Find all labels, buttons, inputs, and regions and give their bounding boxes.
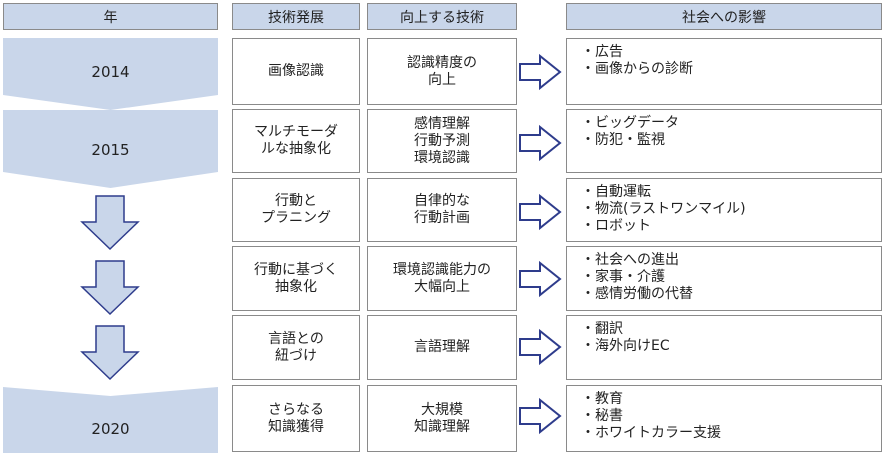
tech-box-1: 画像認識: [232, 38, 360, 105]
improved-label: 認識精度の 向上: [407, 54, 477, 88]
impact-box-3: ・自動運転 ・物流(ラストワンマイル) ・ロボット: [566, 178, 882, 242]
right-arrow-2: [519, 124, 562, 162]
tech-label: マルチモーダ ルな抽象化: [254, 124, 338, 157]
tech-label: 行動と プラニング: [261, 193, 331, 226]
impact-item: ・防犯・監視: [581, 132, 665, 148]
improved-label: 感情理解 行動予測 環境認識: [414, 115, 470, 166]
right-arrow-3: [519, 193, 562, 231]
impact-item: ・ビッグデータ: [581, 115, 679, 131]
impact-item: ・教育: [581, 391, 623, 407]
tech-label: 行動に基づく 抽象化: [254, 261, 338, 295]
header-tech: 技術発展: [232, 3, 360, 30]
tech-label: 言語との 紐づけ: [268, 330, 324, 364]
impact-item: ・家事・介護: [581, 269, 665, 285]
year-chevron-2015: [3, 110, 218, 188]
impact-item: ・ホワイトカラー支援: [581, 425, 721, 441]
improved-label: 自律的な 行動計画: [414, 193, 470, 226]
impact-box-5: ・翻訳 ・海外向けEC: [566, 315, 882, 380]
improved-box-4: 環境認識能力の 大幅向上: [367, 246, 517, 311]
right-arrow-6: [519, 397, 562, 435]
header-improved-label: 向上する技術: [400, 9, 484, 26]
right-arrow-4: [519, 260, 562, 298]
improved-box-2: 感情理解 行動予測 環境認識: [367, 109, 517, 173]
header-year: 年: [3, 3, 218, 30]
year-label-2020: 2020: [91, 420, 130, 438]
impact-box-6: ・教育 ・秘書 ・ホワイトカラー支援: [566, 385, 882, 452]
tech-box-6: さらなる 知識獲得: [232, 385, 360, 452]
header-impact: 社会への影響: [566, 3, 882, 30]
improved-label: 言語理解: [414, 339, 470, 355]
down-arrow-1: [80, 195, 140, 251]
impact-item: ・物流(ラストワンマイル): [581, 201, 746, 217]
down-arrow-3: [80, 325, 140, 381]
header-improved: 向上する技術: [367, 3, 517, 30]
improved-box-1: 認識精度の 向上: [367, 38, 517, 105]
impact-item: ・海外向けEC: [581, 338, 670, 354]
improved-box-5: 言語理解: [367, 315, 517, 380]
improved-box-3: 自律的な 行動計画: [367, 178, 517, 242]
impact-box-1: ・広告 ・画像からの診断: [566, 38, 882, 105]
impact-item: ・感情労働の代替: [581, 286, 693, 302]
year-block-2020: [3, 387, 218, 453]
impact-item: ・ロボット: [581, 218, 651, 234]
improved-label: 環境認識能力の 大幅向上: [393, 261, 491, 295]
impact-item: ・翻訳: [581, 321, 623, 337]
impact-item: ・自動運転: [581, 184, 651, 200]
header-impact-label: 社会への影響: [682, 9, 766, 26]
impact-item: ・画像からの診断: [581, 61, 693, 77]
improved-box-6: 大規模 知識理解: [367, 385, 517, 452]
header-year-label: 年: [103, 9, 118, 26]
tech-label: さらなる 知識獲得: [268, 401, 324, 435]
tech-box-3: 行動と プラニング: [232, 178, 360, 242]
right-arrow-1: [519, 53, 562, 91]
improved-label: 大規模 知識理解: [414, 401, 470, 435]
header-tech-label: 技術発展: [268, 9, 324, 26]
down-arrow-2: [80, 260, 140, 316]
tech-box-2: マルチモーダ ルな抽象化: [232, 109, 360, 173]
year-label-2015: 2015: [91, 141, 130, 159]
impact-box-4: ・社会への進出 ・家事・介護 ・感情労働の代替: [566, 246, 882, 311]
year-label-2014: 2014: [91, 63, 130, 81]
tech-label: 画像認識: [268, 63, 324, 79]
tech-box-4: 行動に基づく 抽象化: [232, 246, 360, 311]
impact-item: ・広告: [581, 44, 623, 60]
impact-item: ・秘書: [581, 408, 623, 424]
tech-box-5: 言語との 紐づけ: [232, 315, 360, 380]
right-arrow-5: [519, 328, 562, 366]
impact-item: ・社会への進出: [581, 252, 679, 268]
year-chevron-2014: [3, 38, 218, 110]
impact-box-2: ・ビッグデータ ・防犯・監視: [566, 109, 882, 173]
